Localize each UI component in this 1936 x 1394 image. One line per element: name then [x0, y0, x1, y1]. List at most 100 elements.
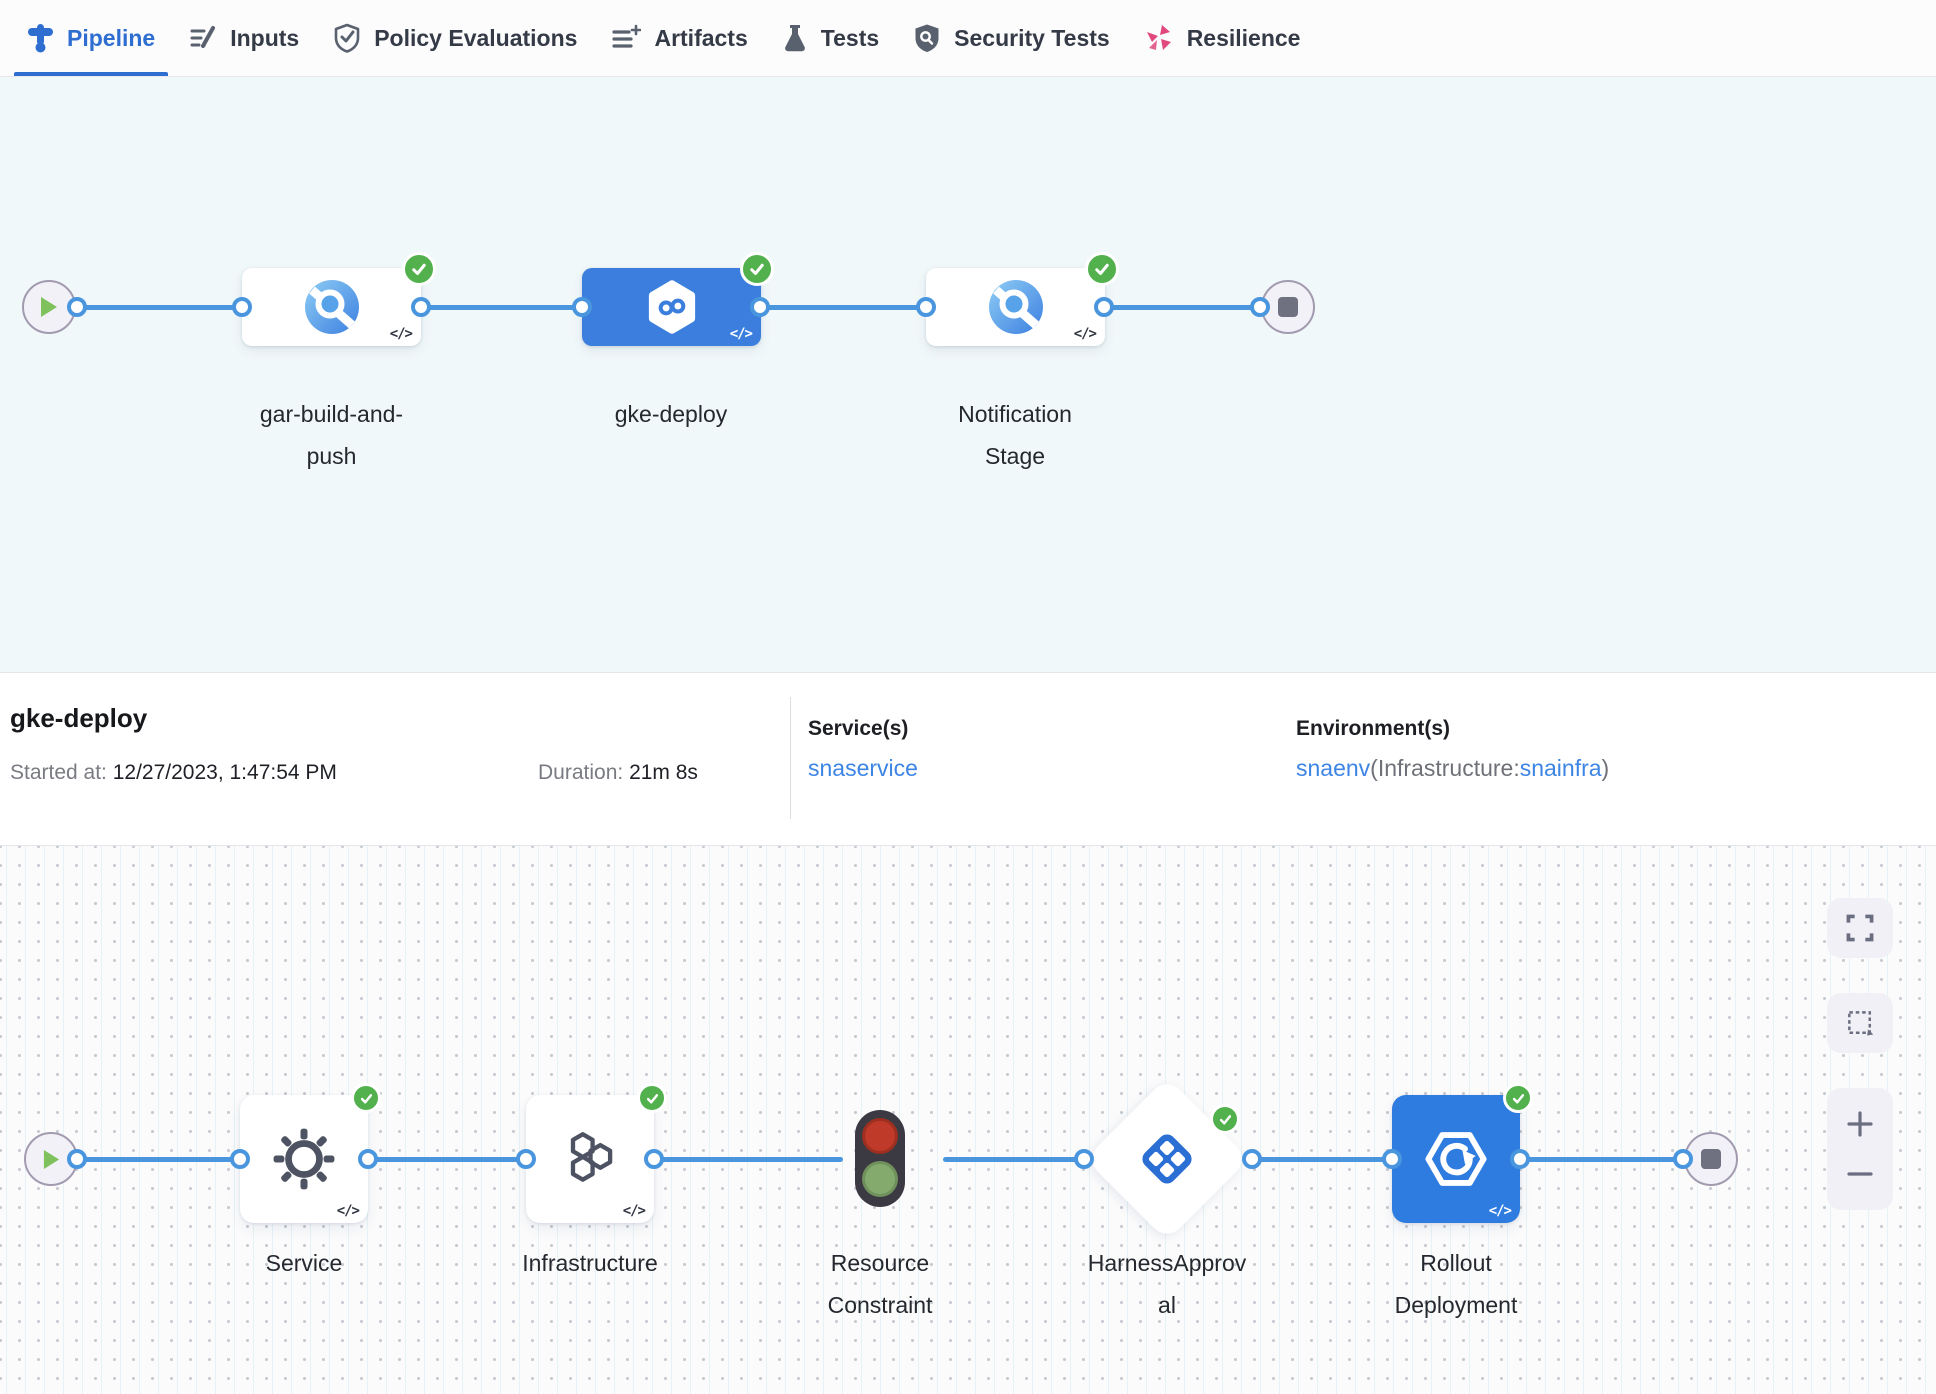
connector-dot — [1510, 1149, 1530, 1169]
execution-end-node — [1684, 1132, 1738, 1186]
divider — [790, 697, 791, 819]
connector-line — [1520, 1157, 1683, 1162]
execution-tab-bar: Pipeline Inputs Policy Evaluations — [0, 0, 1936, 77]
duration-value: 21m 8s — [629, 761, 698, 784]
step-node-service[interactable]: </> — [240, 1095, 368, 1223]
infrastructure-prefix: (Infrastructure: — [1370, 755, 1520, 781]
code-badge: </> — [389, 326, 413, 342]
marquee-select-button[interactable] — [1827, 993, 1893, 1053]
infrastructure-suffix: ) — [1601, 755, 1610, 781]
service-link[interactable]: snaservice — [808, 755, 918, 781]
step-label: Infrastructure — [522, 1250, 658, 1276]
connector-line — [368, 1157, 526, 1162]
tab-security-tests[interactable]: Security Tests — [896, 0, 1127, 76]
code-badge: </> — [1488, 1203, 1512, 1219]
connector-dot — [572, 297, 592, 317]
policy-shield-icon — [333, 23, 361, 53]
code-badge: </> — [336, 1203, 360, 1219]
resource-constraint-traffic-light-icon[interactable] — [855, 1110, 905, 1207]
tab-artifacts[interactable]: Artifacts — [594, 0, 764, 76]
connector-line — [1252, 1157, 1392, 1162]
connector-line — [760, 305, 926, 310]
tab-policy-evaluations[interactable]: Policy Evaluations — [316, 0, 594, 76]
stop-icon — [1701, 1149, 1721, 1169]
infrastructure-hexagons-icon — [570, 1132, 613, 1182]
environment-link[interactable]: snaenv — [1296, 755, 1371, 781]
execution-graph-canvas[interactable]: </> Service </> Infrastructure Resource … — [0, 846, 1936, 1394]
connector-dot — [67, 297, 87, 317]
connector-dot — [411, 297, 431, 317]
stage-node-gar-build-and-push[interactable]: </> — [242, 268, 421, 346]
connector-line — [654, 1157, 843, 1162]
connector-dot — [232, 297, 252, 317]
started-at-value: 12/27/2023, 1:47:54 PM — [112, 761, 337, 784]
environment-link-wrap: snaenv(Infrastructure:snainfra) — [1296, 755, 1609, 782]
step-node-infrastructure[interactable]: </> — [526, 1095, 654, 1223]
fullscreen-icon — [1846, 914, 1874, 942]
zoom-out-button[interactable] — [1845, 1159, 1875, 1189]
step-label: Rollout Deployment — [1394, 1250, 1518, 1318]
play-icon — [43, 1149, 59, 1169]
approval-icon — [1138, 1130, 1196, 1193]
started-at-label: Started at: — [10, 761, 107, 784]
zoom-in-button[interactable] — [1845, 1109, 1875, 1139]
tab-tests[interactable]: Tests — [765, 0, 896, 76]
connector-dot — [230, 1149, 250, 1169]
code-badge: </> — [729, 326, 753, 342]
success-check-badge — [1210, 1104, 1240, 1134]
tab-label: Inputs — [230, 24, 300, 51]
code-badge: </> — [622, 1203, 646, 1219]
success-check-badge — [402, 252, 436, 286]
infrastructure-link[interactable]: snainfra — [1519, 755, 1602, 781]
services-label: Service(s) — [808, 717, 909, 740]
connector-dot — [644, 1149, 664, 1169]
build-stage-icon — [304, 280, 359, 334]
green-lamp — [862, 1161, 898, 1197]
marquee-select-icon — [1848, 1011, 1874, 1036]
tab-inputs[interactable]: Inputs — [172, 0, 316, 76]
tab-pipeline[interactable]: Pipeline — [10, 0, 172, 76]
deploy-stage-icon — [648, 280, 695, 334]
rollout-deployment-icon — [1425, 1132, 1487, 1186]
tab-label: Resilience — [1186, 24, 1301, 51]
connector-line — [1104, 305, 1260, 310]
pipeline-icon — [27, 23, 54, 53]
connector-line — [77, 1157, 240, 1162]
connector-dot — [1382, 1149, 1402, 1169]
connector-dot — [67, 1149, 87, 1169]
tab-label: Pipeline — [67, 24, 156, 51]
fullscreen-button[interactable] — [1827, 898, 1893, 958]
connector-dot — [1094, 297, 1114, 317]
success-check-badge — [351, 1083, 381, 1113]
service-gear-icon — [273, 1128, 335, 1190]
connector-dot — [1250, 297, 1270, 317]
tab-resilience[interactable]: Resilience — [1127, 0, 1318, 76]
step-node-rollout-deployment[interactable]: </> — [1392, 1095, 1520, 1223]
duration: Duration: 21m 8s — [538, 761, 698, 785]
environments-label: Environment(s) — [1296, 717, 1451, 740]
started-at: Started at: 12/27/2023, 1:47:54 PM — [10, 761, 337, 785]
tab-label: Policy Evaluations — [374, 24, 578, 51]
play-icon — [41, 297, 57, 317]
artifacts-icon — [611, 24, 642, 52]
inputs-icon — [189, 24, 217, 52]
resilience-icon — [1144, 23, 1174, 53]
stage-title: gke-deploy — [10, 703, 148, 733]
pipeline-end-node — [1261, 280, 1315, 334]
connector-dot — [750, 297, 770, 317]
connector-line — [421, 305, 582, 310]
connector-dot — [916, 297, 936, 317]
code-badge: </> — [1073, 326, 1097, 342]
stage-graph-canvas[interactable]: </> gar-build-and-push </> gke-deploy </… — [0, 77, 1936, 672]
stage-node-notification-stage[interactable]: </> — [926, 268, 1105, 346]
red-lamp — [862, 1118, 898, 1154]
step-label: HarnessApproval — [1087, 1250, 1247, 1318]
stage-label: Notification Stage — [958, 401, 1072, 469]
stage-node-gke-deploy[interactable]: </> — [582, 268, 761, 346]
step-label: Service — [265, 1250, 343, 1276]
success-check-badge — [637, 1083, 667, 1113]
connector-line — [77, 305, 242, 310]
stage-label: gke-deploy — [614, 401, 728, 427]
stop-icon — [1278, 297, 1298, 317]
connector-dot — [358, 1149, 378, 1169]
